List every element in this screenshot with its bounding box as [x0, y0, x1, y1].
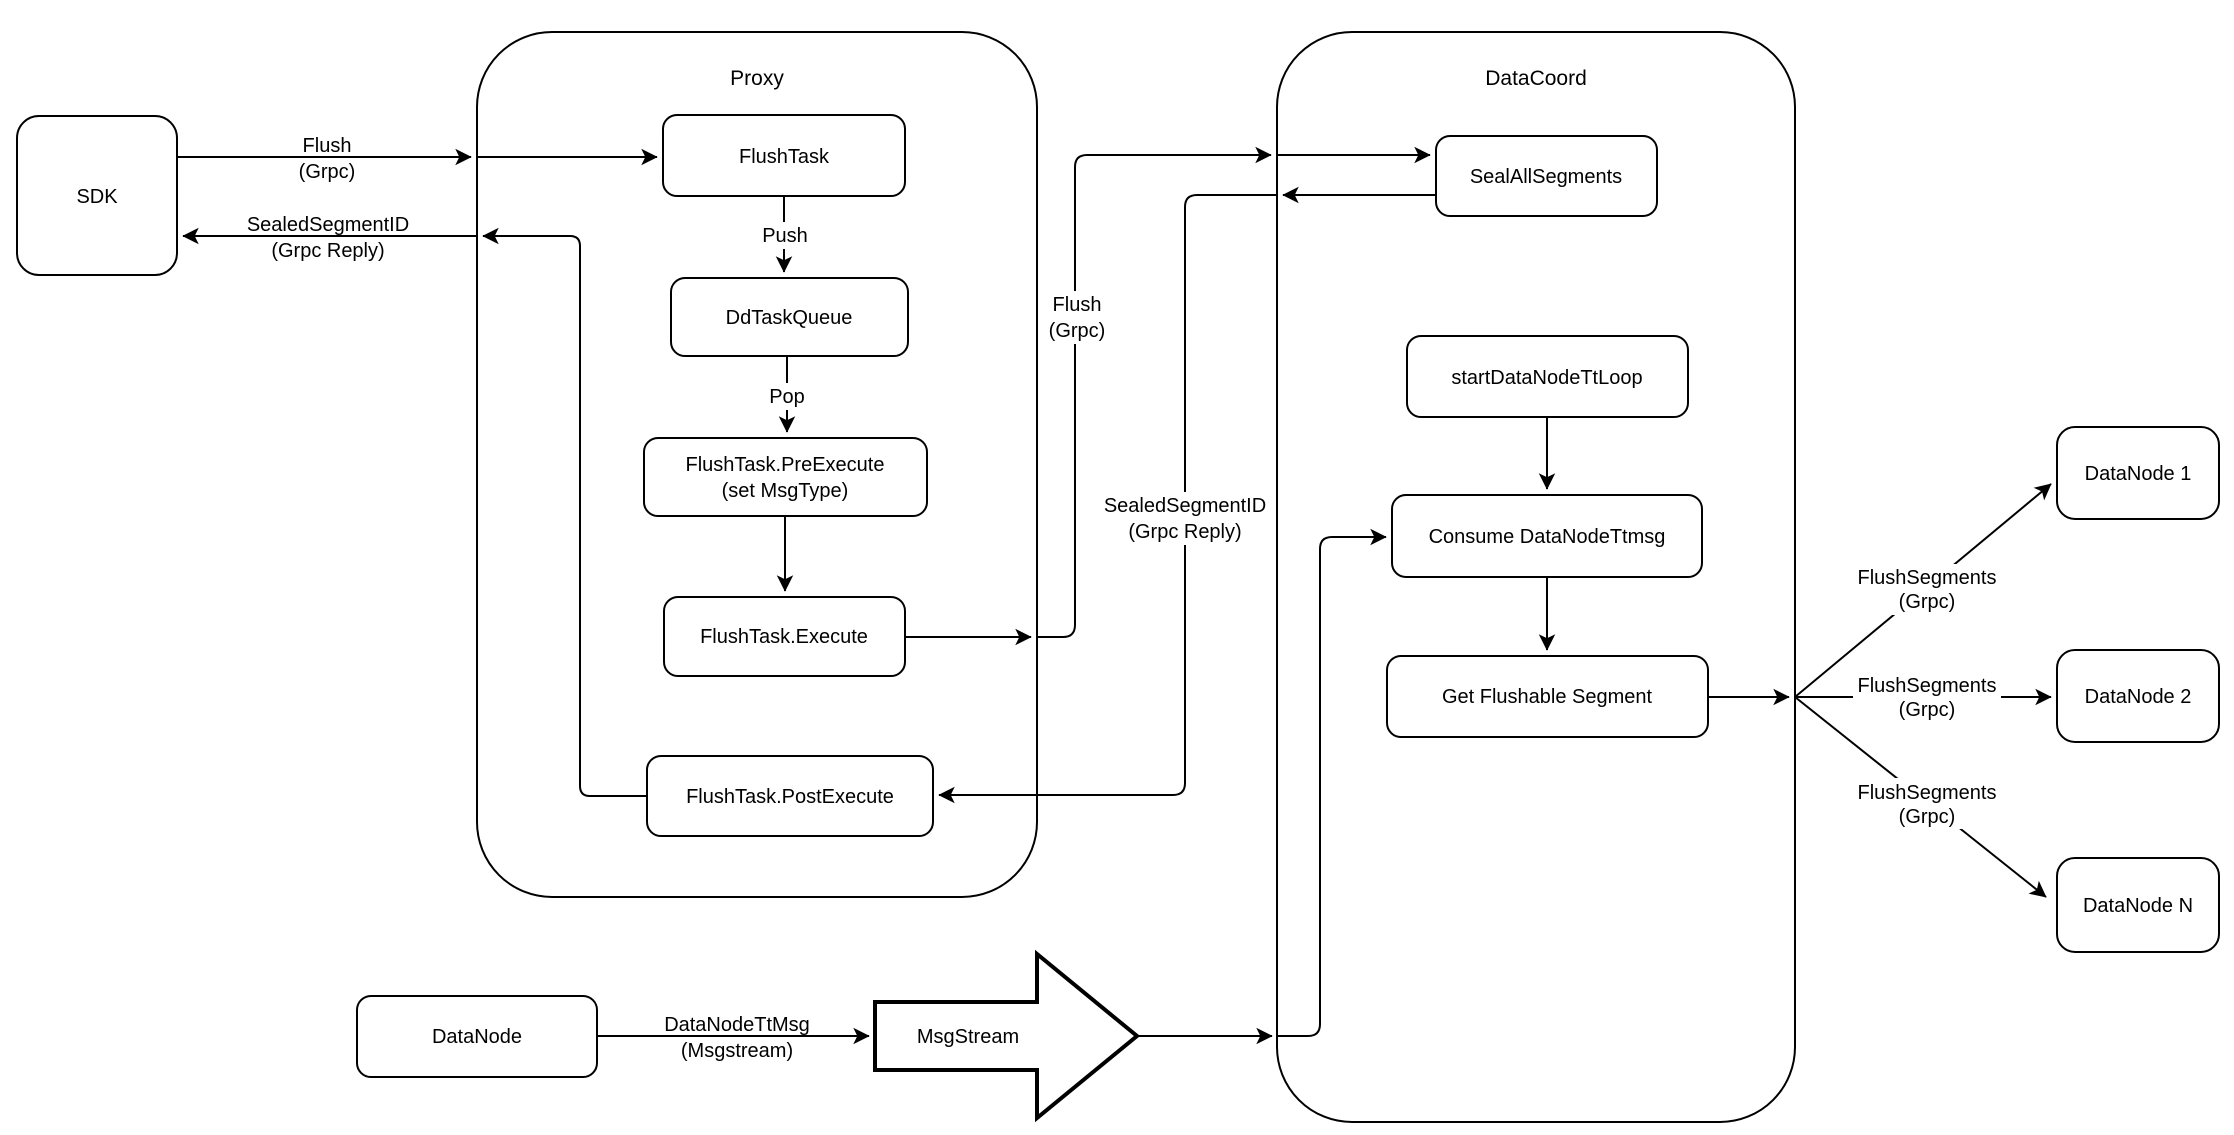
node-flushtask-label: FlushTask [739, 146, 830, 168]
node-datanode2 [2056, 649, 2220, 743]
edge-flush-to-datacoord-boundary [1037, 146, 1272, 638]
edge-label-pop: Pop [769, 386, 805, 408]
node-execute-label: FlushTask.Execute [700, 626, 868, 648]
edge-label-sdk-flush-line1: Flush [303, 135, 352, 157]
node-preexecute [643, 437, 928, 517]
node-preexecute-line2: (set MsgType) [722, 480, 849, 502]
edge-postexecute-to-proxy-boundary [482, 227, 647, 797]
node-datanoden [2056, 857, 2220, 953]
edge-label-flushsegments1-line1: FlushSegments [1858, 567, 1997, 589]
node-sealallsegments [1435, 135, 1658, 217]
edge-label-sdk-reply-line1: SealedSegmentID [247, 214, 409, 236]
edge-label-sdk-flush-line2: (Grpc) [299, 161, 356, 183]
node-flushtask [662, 114, 906, 197]
push-label-bg [758, 222, 812, 249]
node-preexecute-line1: FlushTask.PreExecute [686, 454, 885, 476]
flushsegments2-label-bg [1853, 671, 2001, 722]
msgstream-block-arrow [873, 949, 1141, 1123]
node-getflushablesegment-label: Get Flushable Segment [1442, 686, 1653, 708]
edge-label-datanodettmsg-line1: DataNodeTtMsg [664, 1014, 810, 1036]
node-ddtaskqueue [670, 277, 909, 357]
node-sealallsegments-label: SealAllSegments [1470, 166, 1622, 188]
edge-label-flushsegments2-line1: FlushSegments [1858, 675, 1997, 697]
edge-label-proxy-flush-line2: (Grpc) [1049, 320, 1106, 342]
flushsegments3-label-bg [1853, 778, 2001, 829]
node-ddtaskqueue-label: DdTaskQueue [726, 307, 853, 329]
container-proxy-title: Proxy [730, 67, 784, 90]
node-startdatanodettloop [1406, 335, 1689, 418]
edge-label-sdk-reply-line2: (Grpc Reply) [271, 240, 384, 262]
node-sdk-label: SDK [76, 186, 118, 208]
edge-label-proxy-reply-line2: (Grpc Reply) [1128, 521, 1241, 543]
flushsegments1-label-bg [1853, 564, 2001, 615]
edge-label-proxy-flush-line1: Flush [1053, 294, 1102, 316]
node-consumedatanodettmsg-label: Consume DataNodeTtmsg [1429, 526, 1666, 548]
node-datanode-bottom [356, 995, 598, 1078]
node-datanode-bottom-label: DataNode [432, 1026, 522, 1048]
container-proxy [476, 31, 1038, 898]
edge-label-proxy-reply-line1: SealedSegmentID [1104, 495, 1266, 517]
node-execute [663, 596, 906, 677]
edge-label-flushsegments3-line1: FlushSegments [1858, 782, 1997, 804]
node-getflushablesegment [1386, 655, 1709, 738]
node-postexecute [646, 755, 934, 837]
edge-label-flushsegments3-line2: (Grpc) [1899, 806, 1956, 828]
edge-label-flushsegments2-line2: (Grpc) [1899, 699, 1956, 721]
edge-msgstream-to-consume [1278, 528, 1387, 1037]
container-datacoord [1276, 31, 1796, 1123]
pop-label-bg [764, 383, 810, 410]
edge-label-flushsegments1-line2: (Grpc) [1899, 591, 1956, 613]
node-consumedatanodettmsg [1391, 494, 1703, 578]
node-datanode2-label: DataNode 2 [2085, 686, 2192, 708]
node-sdk [16, 115, 178, 276]
proxy-reply-label-bg [1107, 492, 1263, 545]
node-datanode1-label: DataNode 1 [2085, 463, 2192, 485]
node-startdatanodettloop-label: startDataNodeTtLoop [1451, 367, 1642, 389]
container-datacoord-title: DataCoord [1485, 67, 1587, 90]
node-msgstream-label: MsgStream [917, 1026, 1019, 1048]
node-datanoden-label: DataNode N [2083, 895, 2193, 917]
node-datanode1 [2056, 426, 2220, 520]
edge-label-push: Push [762, 225, 808, 247]
node-postexecute-label: FlushTask.PostExecute [686, 786, 894, 808]
edge-label-datanodettmsg-line2: (Msgstream) [681, 1040, 793, 1062]
proxy-flush-label-bg [1042, 291, 1112, 344]
